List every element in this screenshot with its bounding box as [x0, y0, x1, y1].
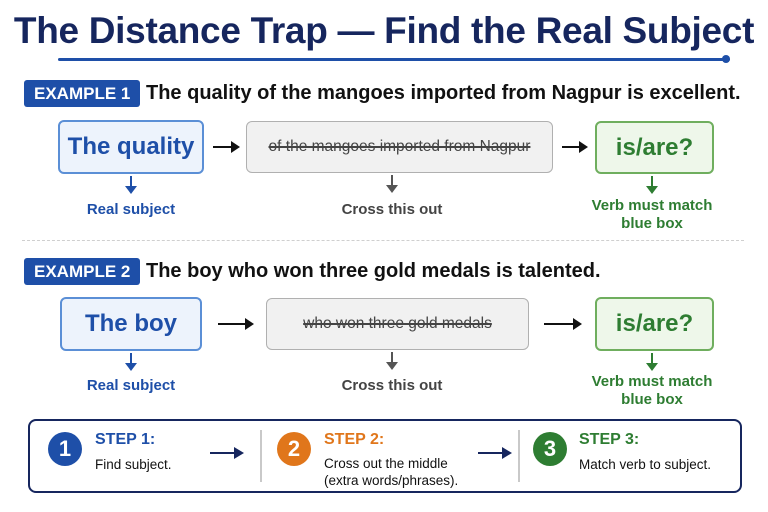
example-1-verb-caption: Verb must match blue box [572, 197, 732, 233]
example-2-arrow-1 [218, 318, 254, 330]
steps-panel [28, 419, 742, 493]
example-2-verb-caption: Verb must match blue box [572, 373, 732, 409]
example-1-verb-caption-line-2: blue box [621, 215, 683, 232]
example-1-middle-caption: Cross this out [341, 201, 443, 218]
step-2-text-line-2: (extra words/phrases). [324, 473, 459, 488]
example-2-verb-box: is/are? [595, 297, 714, 351]
example-1-verb-down-arrow [646, 176, 658, 194]
example-2-subject-box: The boy [60, 297, 202, 351]
example-2-arrow-2 [544, 318, 582, 330]
example-1-verb-box: is/are? [595, 121, 714, 174]
example-1-middle-text: of the mangoes imported from Nagpur [268, 138, 531, 155]
example-1-badge: EXAMPLE 1 [24, 80, 141, 107]
example-1-subject-caption: Real subject [86, 201, 176, 218]
step-1-number-badge: 1 [48, 432, 82, 466]
step-separator-2 [518, 430, 520, 482]
step-1-title: STEP 1: [95, 431, 156, 448]
example-1-subject-text: The quality [67, 133, 195, 160]
step-2-text-line-1: Cross out the middle [324, 456, 448, 471]
example-2-subject-caption: Real subject [86, 377, 176, 394]
example-2-verb-down-arrow [646, 353, 658, 371]
example-2-subject-down-arrow [125, 353, 137, 371]
step-arrow-2 [478, 447, 512, 459]
example-2-middle-box: who won three gold medals [266, 298, 529, 350]
section-divider [22, 240, 744, 241]
example-1-verb-caption-line-1: Verb must match [591, 197, 713, 214]
step-separator-1 [260, 430, 262, 482]
step-2-title: STEP 2: [324, 431, 385, 448]
example-2-verb-caption-line-1: Verb must match [591, 373, 713, 390]
example-2-middle-down-arrow [386, 352, 398, 370]
example-2-subject-text: The boy [84, 310, 177, 337]
example-1-verb-text: is/are? [615, 133, 694, 161]
step-2-number-badge: 2 [277, 432, 311, 466]
title-underline-dot [722, 55, 730, 63]
example-2-verb-text: is/are? [615, 310, 694, 337]
example-1-middle-down-arrow [386, 175, 398, 193]
example-1-arrow-1 [213, 141, 240, 153]
page-title: The Distance Trap — Find the Real Subjec… [13, 10, 755, 51]
step-3-title: STEP 3: [579, 431, 640, 448]
step-1-text: Find subject. [95, 457, 172, 472]
example-2-verb-caption-line-2: blue box [621, 391, 683, 408]
example-2-sentence: The boy who won three gold medals is tal… [146, 260, 601, 282]
example-1-subject-box: The quality [58, 120, 204, 174]
example-2-middle-caption: Cross this out [341, 377, 443, 394]
example-1-middle-box: of the mangoes imported from Nagpur [246, 121, 553, 173]
title-underline [58, 58, 730, 61]
step-3-number-badge: 3 [533, 432, 567, 466]
step-2-text: Cross out the middle (extra words/phrase… [324, 455, 458, 489]
step-arrow-1 [210, 447, 244, 459]
example-1-subject-down-arrow [125, 176, 137, 194]
step-3-text: Match verb to subject. [579, 457, 712, 472]
example-1-sentence: The quality of the mangoes imported from… [146, 82, 741, 104]
example-1-arrow-2 [562, 141, 588, 153]
example-2-badge: EXAMPLE 2 [24, 258, 141, 285]
example-2-middle-text: who won three gold medals [303, 315, 492, 332]
